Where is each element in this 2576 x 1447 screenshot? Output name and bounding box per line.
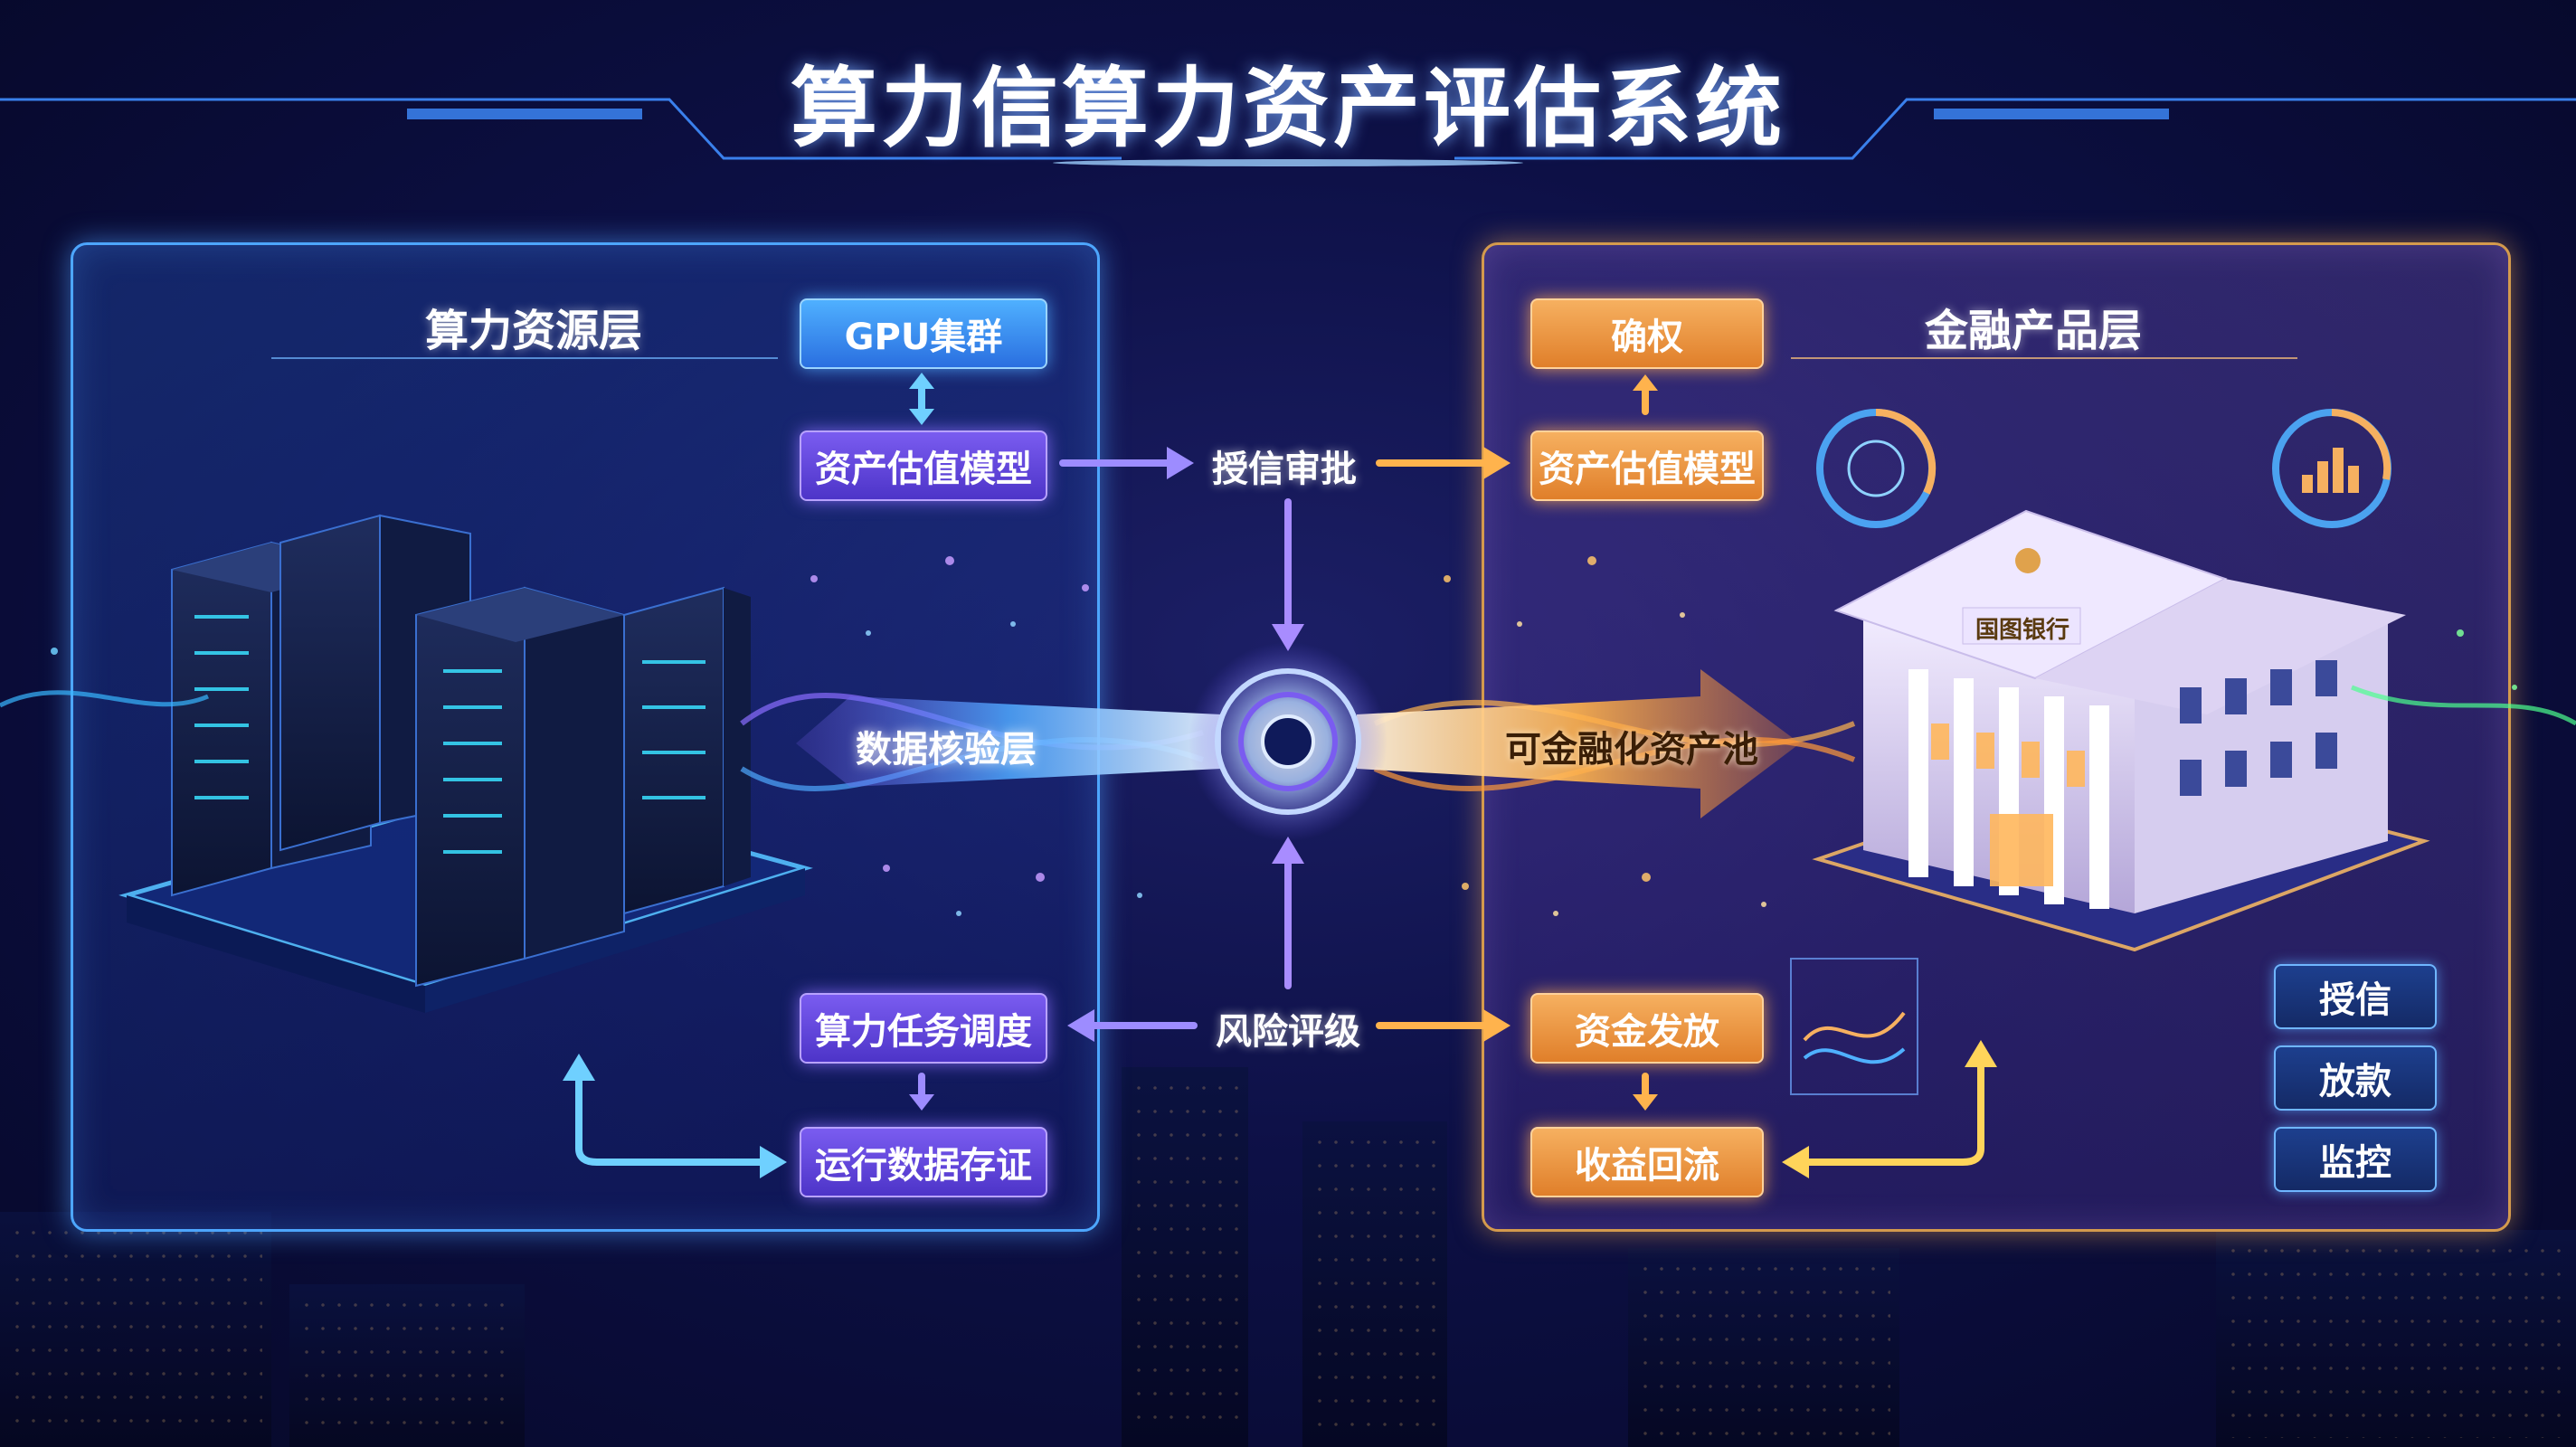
skyline-building bbox=[289, 1284, 525, 1447]
data-verification-arrow bbox=[796, 696, 1221, 787]
skyline-building bbox=[1122, 1067, 1248, 1447]
dashboard-gauges bbox=[1816, 408, 2391, 528]
financeable-pool-arrow bbox=[1357, 669, 1800, 818]
right-valuation-model-box[interactable]: 资产估值模型 bbox=[1530, 430, 1764, 501]
left-valuation-model-box[interactable]: 资产估值模型 bbox=[800, 430, 1047, 501]
fund-disbursement-box[interactable]: 资金发放 bbox=[1530, 993, 1764, 1064]
server-racks bbox=[171, 514, 751, 988]
data-verification-label: 数据核验层 bbox=[856, 729, 1037, 771]
gpu-cluster-box[interactable]: GPU集群 bbox=[800, 298, 1047, 369]
financial-product-title: 金融产品层 bbox=[1925, 306, 2143, 356]
particles bbox=[51, 556, 2517, 916]
credit-approval-label[interactable]: 授信审批 bbox=[1212, 449, 1357, 490]
bank-sign: 国图银行 bbox=[1975, 617, 2070, 644]
page-title: 算力信算力资产评估系统 bbox=[791, 58, 1785, 159]
side-item-loan[interactable]: 放款 bbox=[2274, 1045, 2437, 1111]
skyline-building bbox=[0, 1212, 271, 1447]
title-underline bbox=[271, 357, 778, 359]
bank-building bbox=[1812, 509, 2430, 952]
central-core bbox=[1189, 642, 1387, 841]
skyline-building bbox=[1628, 1248, 1899, 1447]
connector-arrows bbox=[563, 373, 1997, 1178]
skyline-building bbox=[2216, 1230, 2576, 1447]
side-item-monitor[interactable]: 监控 bbox=[2274, 1127, 2437, 1192]
task-scheduling-box[interactable]: 算力任务调度 bbox=[800, 993, 1047, 1064]
side-item-credit[interactable]: 授信 bbox=[2274, 964, 2437, 1029]
title-underline bbox=[1791, 357, 2297, 359]
skyline-building bbox=[1302, 1121, 1447, 1447]
rights-confirmation-box[interactable]: 确权 bbox=[1530, 298, 1764, 369]
data-evidence-box[interactable]: 运行数据存证 bbox=[800, 1127, 1047, 1197]
financeable-pool-label: 可金融化资产池 bbox=[1505, 729, 1758, 771]
revenue-return-box[interactable]: 收益回流 bbox=[1530, 1127, 1764, 1197]
compute-resource-title: 算力资源层 bbox=[425, 306, 643, 356]
risk-rating-label[interactable]: 风险评级 bbox=[1216, 1011, 1360, 1053]
dashboard-line-chart bbox=[1790, 958, 1918, 1095]
